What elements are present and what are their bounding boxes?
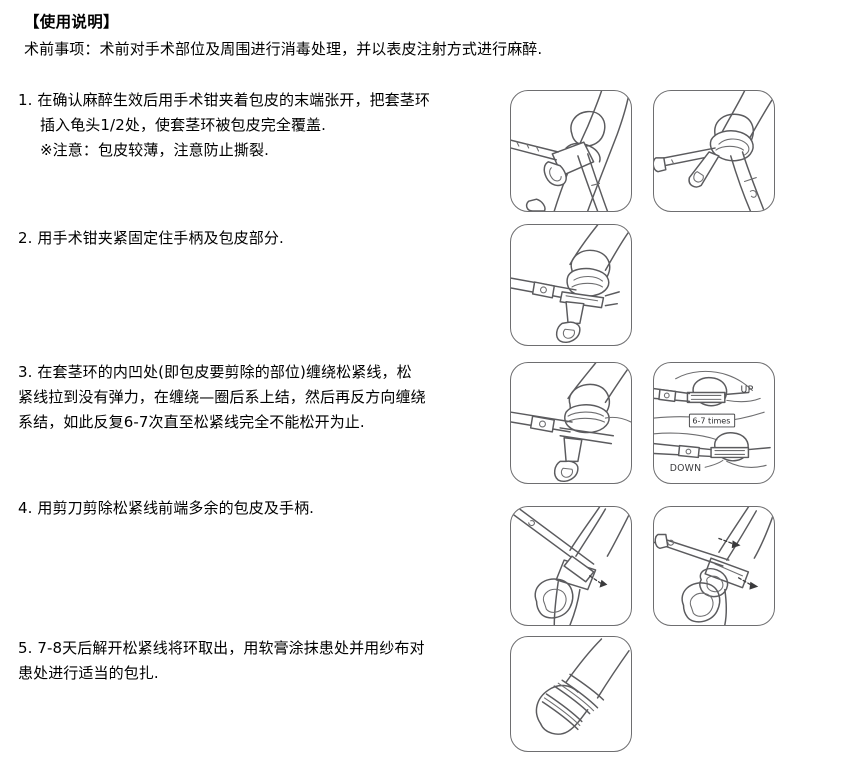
step-3-line-3: 系结，如此反复6-7次直至松紧线完全不能松开为止. — [18, 413, 365, 431]
thread-winding-on-ring-icon — [511, 363, 631, 482]
scissors-trimming-foreskin-icon — [511, 507, 631, 625]
step-item-4: 4. 用剪刀剪除松紧线前端多余的包皮及手柄. — [18, 496, 496, 521]
figure-panel-1b — [653, 90, 775, 212]
document-header: 【使用说明】 术前事项：术前对手术部位及周围进行消毒处理，并以表皮注射方式进行麻… — [24, 10, 854, 61]
step-3-line-2: 紧线拉到没有弹力，在缠绕—圈后系上结，然后再反方向缠绕 — [18, 388, 426, 406]
step-item-5: 5. 7-8天后解开松紧线将环取出，用软膏涂抹患处并用纱布对 患处进行适当的包扎… — [18, 636, 496, 686]
step-1-line-1: 1. 在确认麻醉生效后用手术钳夹着包皮的末端张开，把套茎环 — [18, 91, 430, 109]
step-3-line-1: 3. 在套茎环的内凹处(即包皮要剪除的部位)缠绕松紧线，松 — [18, 363, 412, 381]
figure-panel-1a — [510, 90, 632, 212]
preoperative-note: 术前事项：术前对手术部位及周围进行消毒处理，并以表皮注射方式进行麻醉. — [24, 40, 543, 58]
step-1-line-2: 插入龟头1/2处，使套茎环被包皮完全覆盖. — [40, 116, 327, 134]
forceps-clamping-handle-icon — [511, 225, 631, 344]
label-count: 6-7 times — [692, 416, 730, 425]
step-5-line-1: 5. 7-8天后解开松紧线将环取出，用软膏涂抹患处并用纱布对 — [18, 639, 425, 657]
scissors-cutting-handle-icon — [654, 507, 774, 625]
step-5-line-2: 患处进行适当的包扎. — [18, 664, 159, 682]
label-count-box — [688, 413, 736, 428]
page-title: 【使用说明】 — [24, 13, 119, 31]
bandaged-result-icon — [535, 638, 630, 735]
forceps-grasping-foreskin-icon — [511, 91, 630, 211]
ring-inserted-into-glans-icon — [654, 91, 774, 211]
label-down: DOWN — [670, 463, 702, 474]
winding-direction-diagram-icon: UP 6-7 times DOWN — [654, 370, 771, 474]
step-item-1: 1. 在确认麻醉生效后用手术钳夹着包皮的末端张开，把套茎环 插入龟头1/2处，使… — [18, 88, 496, 163]
step-2-line-1: 2. 用手术钳夹紧固定住手柄及包皮部分. — [18, 229, 284, 247]
figure-panel-3a — [510, 362, 632, 484]
figure-panel-3b: UP 6-7 times DOWN — [653, 362, 775, 484]
step-4-line-1: 4. 用剪刀剪除松紧线前端多余的包皮及手柄. — [18, 499, 315, 517]
figure-panel-2a — [510, 224, 632, 346]
step-item-2: 2. 用手术钳夹紧固定住手柄及包皮部分. — [18, 226, 496, 251]
label-up: UP — [741, 385, 754, 396]
figure-panel-4b — [653, 506, 775, 626]
figure-panel-5a — [510, 636, 632, 752]
figure-panel-4a — [510, 506, 632, 626]
step-item-3: 3. 在套茎环的内凹处(即包皮要剪除的部位)缠绕松紧线，松 紧线拉到没有弹力，在… — [18, 360, 496, 435]
step-1-caution: ※注意：包皮较薄，注意防止撕裂. — [40, 141, 269, 159]
